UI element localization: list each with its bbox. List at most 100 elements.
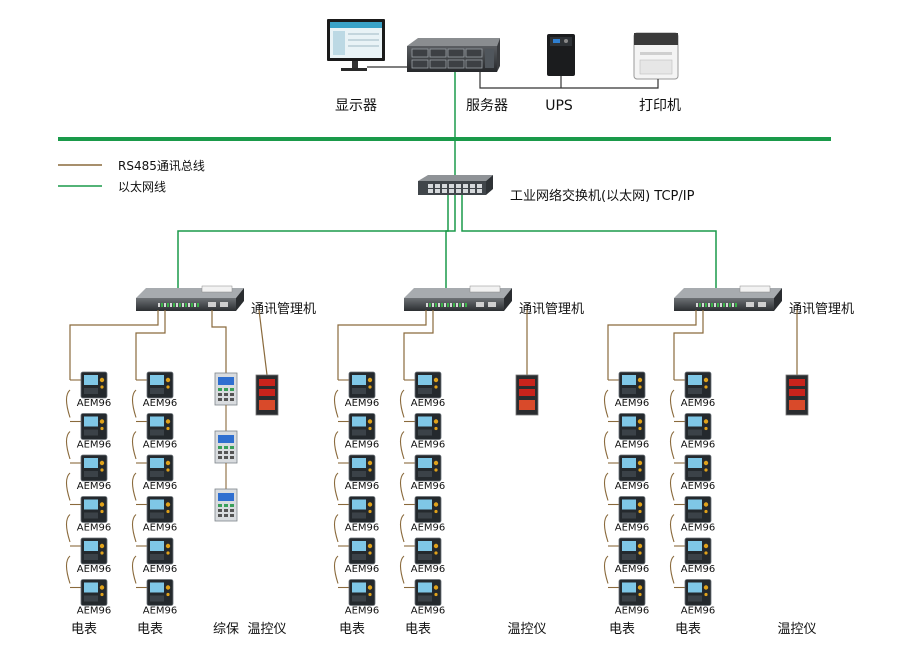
meter-display — [150, 458, 164, 468]
rs485-drop — [258, 309, 268, 376]
meter-key — [165, 419, 171, 424]
meter-panel — [622, 388, 636, 394]
meter-panel — [688, 512, 702, 519]
gateway-group: 通讯管理机AEM96AEM96AEM96AEM96AEM96AEM96电表AEM… — [461, 195, 854, 637]
meter-display — [84, 582, 98, 593]
gateway-label: 通讯管理机 — [519, 302, 584, 317]
gateway-device-icon — [404, 285, 512, 311]
device-column-temp: 温控仪 — [247, 309, 287, 637]
temperature-controller-icon — [785, 374, 809, 416]
rs485-chain — [131, 389, 137, 418]
meter-key — [638, 385, 642, 389]
column-caption: 电表 — [675, 622, 701, 637]
aem96-meter-icon — [414, 579, 442, 606]
aem96-meter-icon — [414, 496, 442, 523]
rs485-chain — [399, 431, 405, 460]
ups-printer-cable — [479, 72, 659, 89]
meter-model-label: AEM96 — [143, 523, 178, 534]
gateway-terminal — [167, 303, 169, 307]
meter-key — [434, 509, 438, 514]
meter-panel — [418, 471, 432, 477]
controller-display — [519, 379, 535, 386]
meter-panel — [150, 554, 164, 560]
meter-panel — [418, 595, 432, 602]
meter-model-label: AEM96 — [615, 606, 650, 617]
meter-display — [418, 582, 432, 593]
monitor-icon — [327, 19, 385, 71]
meter-model-label: AEM96 — [681, 606, 716, 617]
meter-key — [433, 377, 439, 383]
aem96-meter-icon — [146, 454, 174, 482]
gateway-terminal — [696, 303, 698, 307]
meter-key — [100, 592, 104, 597]
meter-model-label: AEM96 — [345, 564, 380, 575]
gateway-terminal — [444, 303, 446, 307]
meter-key — [637, 460, 643, 466]
meter-display — [418, 416, 432, 427]
gateway-terminal — [723, 303, 725, 307]
meter-model-label: AEM96 — [77, 564, 112, 575]
column-caption: 电表 — [71, 622, 97, 637]
meter-key — [703, 460, 709, 466]
gateway-terminal — [717, 303, 719, 307]
meter-key — [100, 385, 104, 389]
meter-key — [165, 543, 171, 549]
meter-model-label: AEM96 — [411, 606, 446, 617]
meter-key — [434, 385, 438, 389]
meter-key — [638, 509, 642, 514]
meter-display — [688, 582, 702, 593]
gateway-terminal — [720, 303, 722, 307]
gateway-terminal — [161, 303, 163, 307]
meter-panel — [418, 388, 432, 394]
relay-button — [230, 456, 234, 459]
meter-model-label: AEM96 — [411, 481, 446, 492]
ups-label: UPS — [545, 98, 573, 114]
controller-display — [789, 379, 805, 386]
relay-button — [218, 456, 222, 459]
meter-key — [637, 377, 643, 383]
meter-panel — [622, 429, 636, 436]
gateway-terminal — [735, 303, 737, 307]
meter-panel — [688, 554, 702, 560]
meter-key — [434, 426, 438, 431]
relay-button — [230, 398, 234, 401]
aem96-meter-icon — [618, 454, 646, 482]
rs485-chain — [603, 555, 609, 584]
gateway-terminal — [185, 303, 187, 307]
meter-panel — [150, 595, 164, 602]
meter-key — [367, 585, 373, 590]
printer-label: 打印机 — [639, 97, 681, 114]
rs485-chain — [65, 472, 71, 501]
gateway-terminal — [194, 303, 196, 307]
ethernet-link — [177, 195, 449, 288]
gateway-label-plate — [469, 285, 501, 293]
meter-key — [638, 592, 642, 597]
meter-display — [352, 416, 366, 427]
meter-panel — [418, 512, 432, 519]
meter-panel — [150, 388, 164, 394]
relay-screen — [218, 435, 234, 443]
aem96-meter-icon — [348, 496, 376, 523]
meter-model-label: AEM96 — [345, 440, 380, 451]
gateway-terminal — [188, 303, 190, 307]
meter-key — [100, 509, 104, 514]
industrial-switch-icon — [418, 175, 493, 195]
gateway-port — [476, 302, 484, 307]
rs485-chain — [333, 514, 339, 543]
relay-button — [230, 451, 234, 454]
relay-screen — [218, 493, 234, 501]
meter-key — [165, 502, 171, 507]
meter-model-label: AEM96 — [411, 564, 446, 575]
rs485-chain — [333, 472, 339, 501]
meter-display — [622, 416, 636, 427]
relay-button — [230, 446, 234, 449]
meter-model-label: AEM96 — [411, 440, 446, 451]
meter-display — [418, 499, 432, 510]
rs485-chain — [603, 514, 609, 543]
meter-key — [433, 460, 439, 466]
meter-panel — [622, 554, 636, 560]
meter-panel — [84, 471, 98, 477]
aem96-meter-icon — [348, 454, 376, 482]
